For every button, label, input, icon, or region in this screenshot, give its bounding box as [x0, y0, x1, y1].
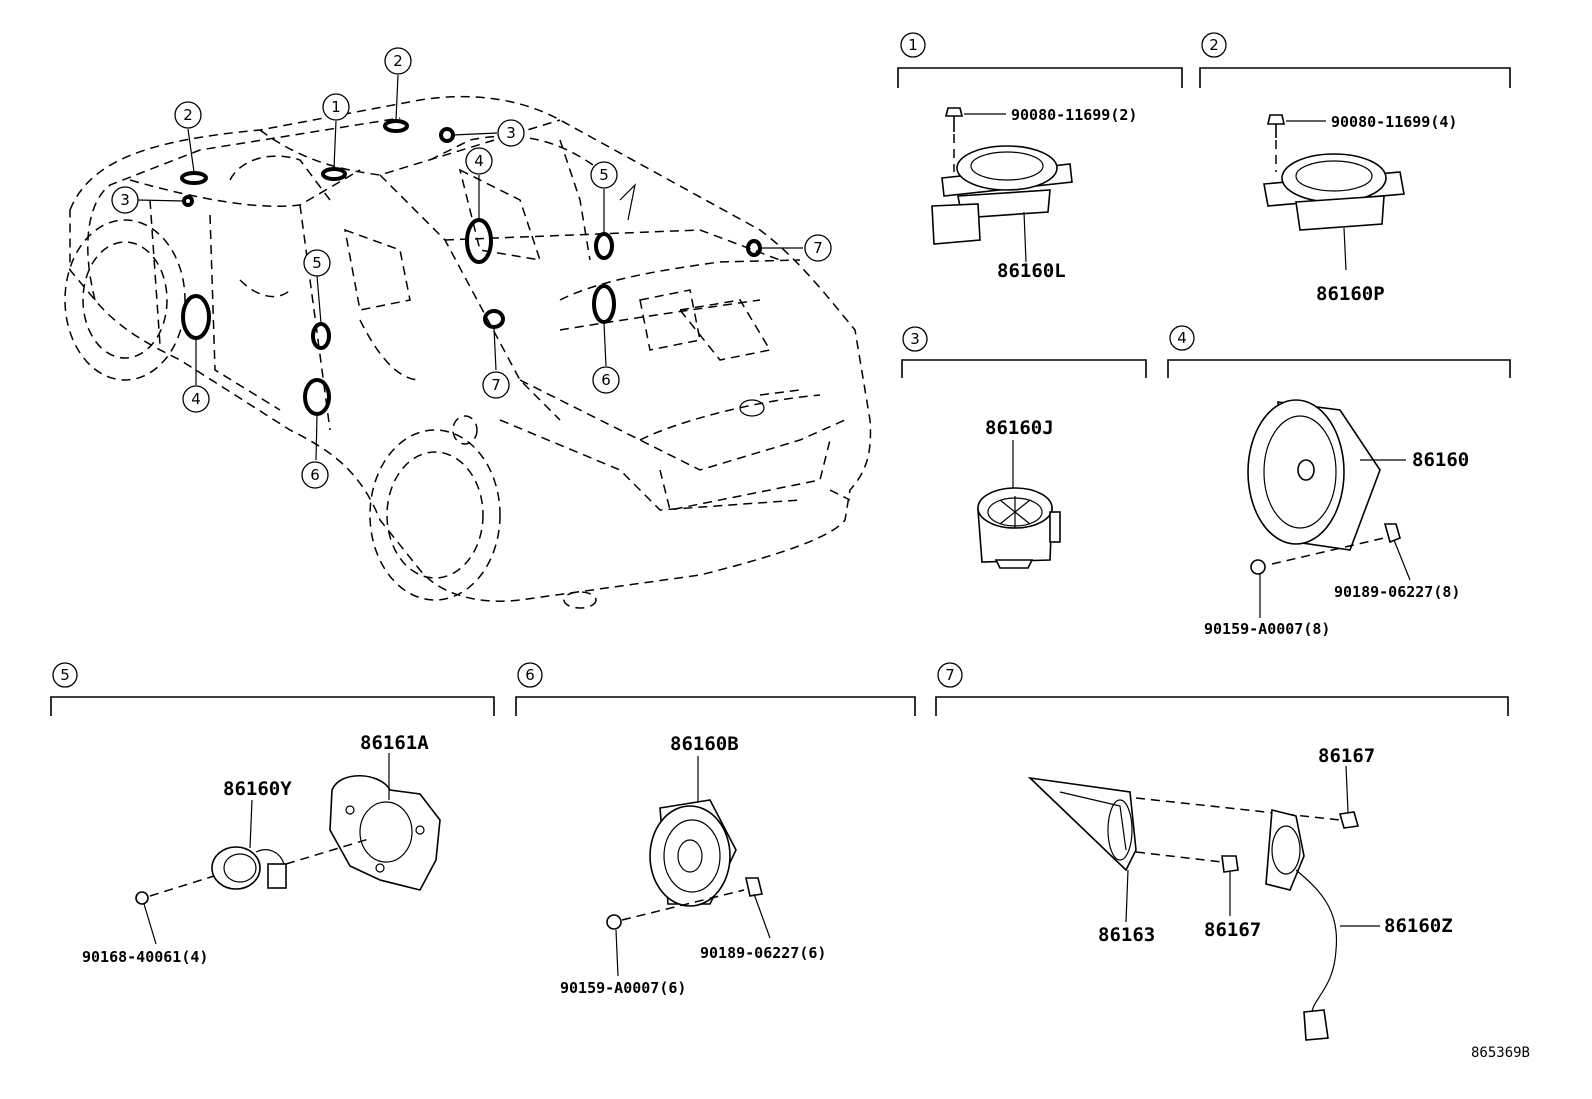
- overview-callout: 6: [601, 371, 611, 389]
- part-number: 90080-11699(4): [1331, 113, 1457, 131]
- part-number: 90159-A0007(8): [1204, 620, 1330, 638]
- overview-callout: 4: [474, 152, 484, 170]
- group-5: 5 86161A 86160Y 90168-40061(4): [50, 662, 495, 966]
- part-number: 86160P: [1316, 283, 1385, 305]
- part-number: 90168-40061(4): [82, 948, 208, 966]
- group-3: 3 86160J: [901, 326, 1147, 569]
- part-number: 86161A: [360, 732, 429, 754]
- group-number: 7: [945, 666, 955, 684]
- group-7: 7 86163 86167 86167 86160Z: [935, 662, 1509, 1041]
- diagram-reference: 865369B: [1471, 1045, 1530, 1061]
- group-4: 4 86160 90189-06227(8) 90159-A0007(8): [1167, 325, 1511, 638]
- part-number: 86163: [1098, 924, 1155, 946]
- group-number: 6: [525, 666, 535, 684]
- part-number: 86160L: [997, 260, 1066, 282]
- group-6: 6 86160B 90189-06227(6) 90159-A0007(6): [515, 662, 916, 997]
- part-number: 86160B: [670, 733, 739, 755]
- overview-callout: 7: [491, 376, 501, 394]
- overview-callout: 6: [310, 466, 320, 484]
- part-number: 90189-06227(8): [1334, 583, 1460, 601]
- group-number: 2: [1209, 36, 1219, 54]
- part-number: 90080-11699(2): [1011, 106, 1137, 124]
- group-number: 1: [908, 36, 918, 54]
- overview-callout: 5: [599, 166, 609, 184]
- overview-callout: 2: [183, 106, 193, 124]
- part-number: 86167: [1204, 919, 1261, 941]
- group-2: 2 90080-11699(4) 86160P: [1199, 32, 1511, 305]
- group-number: 4: [1177, 329, 1187, 347]
- part-number: 90159-A0007(6): [560, 979, 686, 997]
- part-number: 86167: [1318, 745, 1375, 767]
- vehicle-overview: 2 3 1 2 3 4 4 5 5 6 6 7 7: [64, 47, 872, 609]
- group-number: 3: [910, 330, 920, 348]
- group-number: 5: [60, 666, 70, 684]
- part-number: 86160: [1412, 449, 1469, 471]
- part-number: 86160Z: [1384, 915, 1453, 937]
- part-number: 90189-06227(6): [700, 944, 826, 962]
- overview-callout: 3: [120, 191, 130, 209]
- overview-callout: 5: [312, 254, 322, 272]
- part-number: 86160Y: [223, 778, 292, 800]
- overview-callout: 4: [191, 390, 201, 408]
- overview-callout: 1: [331, 98, 341, 116]
- overview-callout: 3: [506, 124, 516, 142]
- part-number: 86160J: [985, 417, 1054, 439]
- group-1: 1 90080-11699(2) 86160L: [897, 32, 1183, 282]
- overview-callout: 2: [393, 52, 403, 70]
- overview-callout: 7: [813, 239, 823, 257]
